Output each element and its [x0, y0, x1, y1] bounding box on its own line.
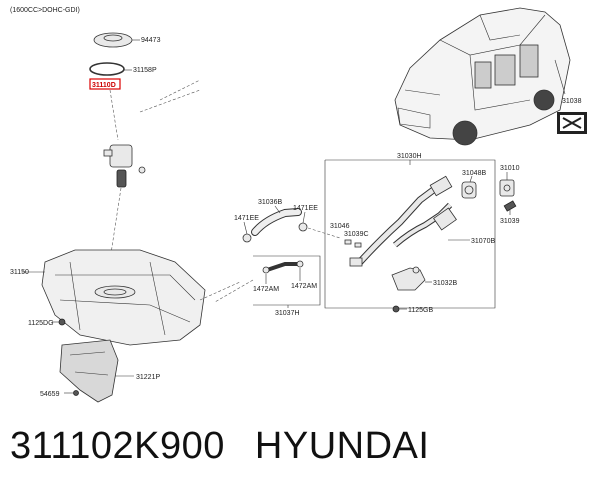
hose-31037H [262, 260, 304, 274]
highlight-label: 31110D [92, 82, 116, 89]
hyundai-logo [557, 112, 587, 134]
label-31010: 31010 [500, 165, 520, 172]
bolt-1125GB [392, 305, 400, 313]
label-1471EE-b: 1471EE [293, 205, 318, 212]
label-31030H: 31030H [397, 153, 422, 160]
filler-neck-31070B [349, 175, 457, 267]
vehicle-illustration [394, 7, 571, 146]
label-31048B: 31048B [462, 170, 486, 177]
part-caption: 311102K900 HYUNDAI [10, 425, 429, 468]
label-31150: 31150 [10, 269, 29, 276]
label-31070B: 31070B [471, 238, 495, 245]
gasket-31158P [89, 62, 125, 76]
label-31039C: 31039C [344, 231, 369, 238]
nut-54659 [73, 390, 79, 396]
bolt-1125DG [58, 318, 66, 326]
label-1472AM-a: 1472AM [253, 286, 279, 293]
label-1125DG: 1125DG [28, 320, 54, 327]
clip-31039C [344, 239, 362, 248]
label-54659: 54659 [40, 391, 60, 398]
part-number: 311102K900 [10, 425, 225, 467]
label-1472AM-b: 1472AM [291, 283, 317, 290]
fuel-pump-assembly [103, 144, 146, 188]
label-1125GB: 1125GB [408, 307, 433, 314]
label-31038: 31038 [562, 98, 582, 105]
label-31036B: 31036B [258, 199, 282, 206]
filler-door-31010 [499, 179, 515, 197]
label-31037H: 31037H [275, 310, 300, 317]
hose-31036B [242, 208, 308, 243]
fuel-cap-31048B [461, 181, 477, 199]
fuel-tank-31150 [41, 249, 206, 346]
label-1471EE-a: 1471EE [234, 215, 259, 222]
brand-name: HYUNDAI [254, 425, 430, 467]
label-31032B: 31032B [433, 280, 457, 287]
label-31046: 31046 [330, 223, 350, 230]
bracket-31032B [391, 266, 426, 291]
heat-shield-31221P [59, 339, 119, 403]
pump-cover-94473 [93, 32, 133, 48]
engine-note: (1600CC>DOHC-GDI) [10, 7, 80, 14]
label-31158P: 31158P [133, 67, 157, 74]
label-31039: 31039 [500, 218, 520, 225]
label-94473: 94473 [141, 37, 161, 44]
highlight-box [89, 78, 121, 90]
bracket-31039 [503, 200, 517, 212]
label-31221P: 31221P [136, 374, 160, 381]
